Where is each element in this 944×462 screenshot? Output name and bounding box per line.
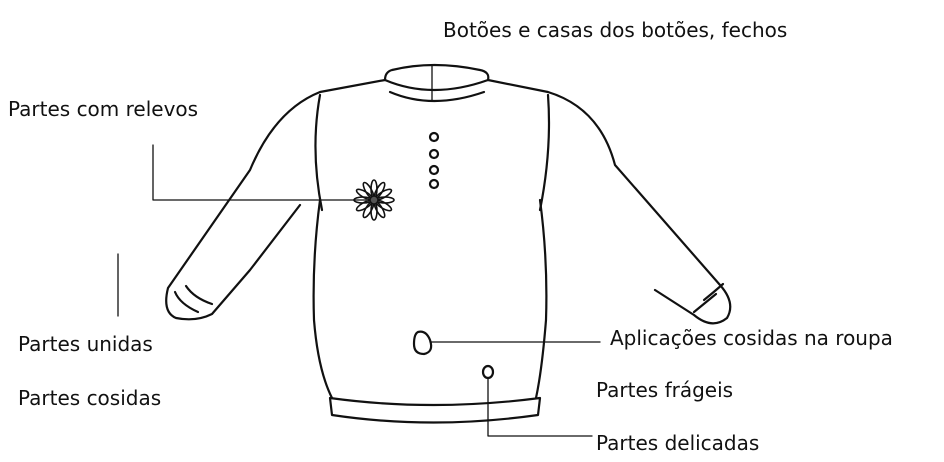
label-relief-parts: Partes com relevos [8, 97, 199, 121]
body-left-side [312, 198, 334, 400]
collar-outer [383, 63, 490, 82]
leader-lines [117, 64, 601, 437]
applique-patch [412, 330, 433, 356]
label-joined-parts: Partes unidas [18, 332, 153, 356]
button [428, 148, 440, 160]
sweater-illustration [165, 63, 732, 424]
label-delicate-parts: Partes delicadas [596, 431, 760, 455]
button [428, 178, 440, 190]
button [428, 131, 440, 143]
body-right-side [534, 198, 548, 400]
left-cuff [173, 284, 214, 314]
fragile-detail [481, 364, 495, 380]
right-sleeve-inner [538, 93, 551, 212]
flower-embroidery [353, 179, 395, 221]
right-sleeve-outline [486, 78, 732, 325]
waistband [328, 396, 542, 424]
left-sleeve-inner [314, 93, 324, 212]
label-sewn-appliques: Aplicações cosidas na roupa [610, 326, 893, 350]
left-sleeve-outline [165, 78, 387, 321]
leader-line-delicate [487, 377, 593, 437]
leader-line-relief [152, 144, 367, 201]
label-buttons-fasteners: Botões e casas dos botões, fechos [443, 18, 788, 42]
button [428, 164, 440, 176]
label-sewn-parts: Partes cosidas [18, 386, 162, 410]
collar-inner [383, 78, 490, 103]
label-fragile-parts: Partes frágeis [596, 378, 734, 402]
right-cuff [692, 282, 725, 314]
